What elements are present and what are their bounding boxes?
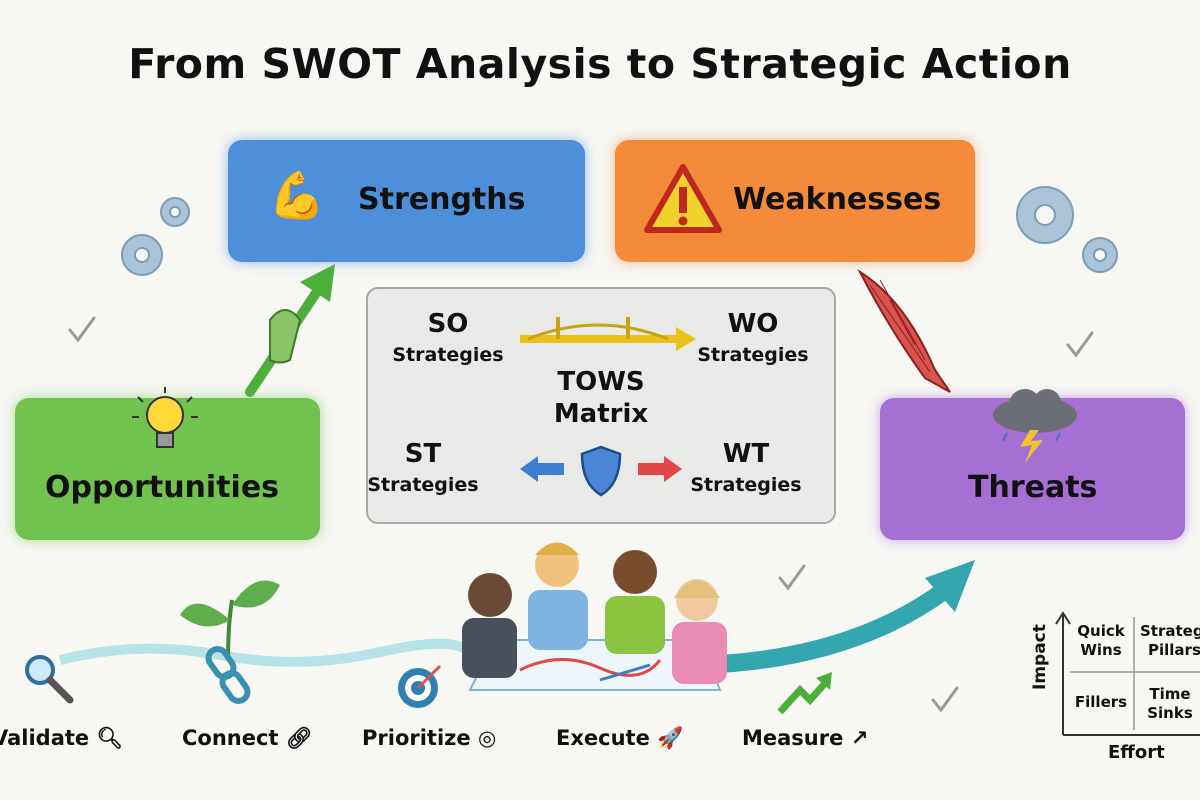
so-code: SO [427,309,469,339]
shield-icon [580,445,622,497]
mesh-arrow-icon [857,269,951,393]
tows-title-line1: TOWS [557,367,645,397]
impact-axis-label: Impact [1030,624,1050,690]
chain-link-icon: 🔗︎ [285,726,313,750]
checkmark-icon [931,686,959,713]
lightbulb-icon [132,387,198,448]
storm-cloud-icon [993,389,1077,463]
wo-code: WO [727,309,779,339]
trend-arrow-icon: ↗ [850,726,869,750]
growth-arrow-icon [245,264,335,397]
so-label: Strategies [392,344,504,366]
target-icon: ◎ [477,726,497,750]
effort-axis-label: Effort [1108,742,1165,763]
tows-matrix-panel: SO Strategies WO Strategies TOWS Matrix … [366,287,836,524]
cell-text: Time [1149,685,1191,703]
page-title: From SWOT Analysis to Strategic Action [128,40,1072,88]
strategic-pillars-cell: StrategicPillars [1138,622,1200,660]
cell-text: Fillers [1074,693,1128,711]
bridge-arrow-icon [520,317,696,351]
teal-arrow-icon [691,560,975,674]
checkmark-icon [1066,331,1094,358]
step-prioritize: Prioritize ◎ [362,726,496,750]
gear-icon [121,197,190,276]
cell-text: Strategic [1140,622,1200,640]
step-connect: Connect 🔗︎ [182,726,312,751]
wo-label: Strategies [697,344,809,366]
checkmark-icon [778,564,806,591]
step-validate: Validate 🔍︎ [0,726,123,751]
chain-link-icon [205,646,251,704]
checkmark-icon [68,316,96,343]
cell-text: Quick [1077,622,1125,640]
warning-icon [644,164,722,233]
rocket-icon: 🚀 [657,726,684,750]
path-line [58,638,475,667]
target-icon [398,664,442,708]
magnifier-icon [25,655,74,704]
strengths-box: 💪 Strengths [228,140,585,262]
st-label: Strategies [367,474,479,496]
wt-code: WT [722,439,770,469]
gear-icon [1016,186,1118,273]
step-label: Validate [0,726,90,750]
strengths-label: Strengths [358,182,526,217]
step-execute: Execute 🚀 [556,726,683,751]
team-planning-illustration [462,542,727,691]
weaknesses-label: Weaknesses [733,182,942,217]
left-arrow-icon [520,456,564,482]
cell-text: Sinks [1147,704,1193,722]
step-label: Prioritize [362,726,471,750]
trend-arrow-icon [777,672,832,715]
threats-label: Threats [968,470,1098,505]
opportunities-label: Opportunities [45,470,280,505]
weaknesses-box: Weaknesses [615,140,975,262]
step-measure: Measure ↗ [742,726,868,750]
priority-matrix-axes [1055,611,1200,736]
step-label: Measure [742,726,844,750]
st-code: ST [404,439,442,469]
magnifier-icon: 🔍︎ [96,726,124,750]
right-arrow-icon [638,456,682,482]
cell-text: Pillars [1148,641,1200,659]
cell-text: Wins [1080,641,1122,659]
step-label: Connect [182,726,279,750]
fillers-cell: Fillers [1070,693,1132,712]
wt-label: Strategies [690,474,802,496]
step-label: Execute [556,726,650,750]
flexed-bicep-icon: 💪 [268,168,326,222]
tows-title-line2: Matrix [553,399,649,429]
